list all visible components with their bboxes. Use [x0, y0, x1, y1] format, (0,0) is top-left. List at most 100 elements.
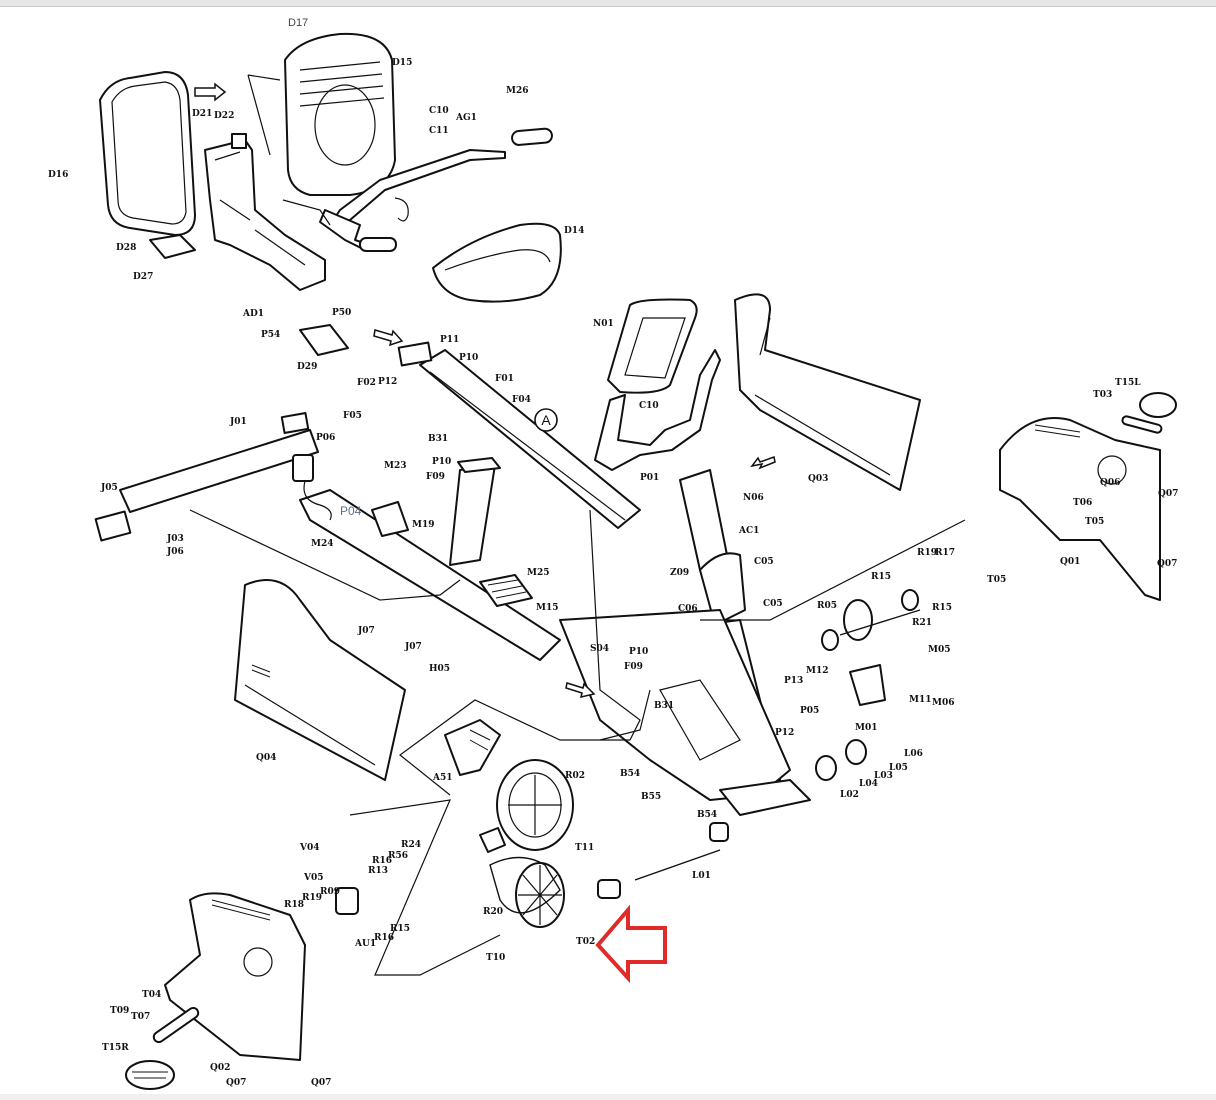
- magnet-assembly-part: [444, 719, 501, 776]
- label-d15: D15: [392, 58, 412, 68]
- label-d27: D27: [133, 272, 153, 282]
- label-f02: F02: [357, 378, 376, 388]
- seat-cushion-part: [432, 222, 562, 303]
- bracket-plate-part: [479, 574, 533, 607]
- label-p12-top: P12: [378, 377, 397, 387]
- label-ad1: AD1: [242, 309, 264, 319]
- label-d29: D29: [297, 362, 317, 372]
- label-m24: M24: [311, 539, 334, 549]
- label-au1: AU1: [354, 939, 376, 949]
- right-cover-part: [999, 417, 1161, 601]
- label-q01: Q01: [1060, 557, 1080, 567]
- label-p05: P05: [800, 706, 819, 716]
- label-j07-left: J07: [357, 626, 375, 636]
- label-q04: Q04: [256, 753, 276, 763]
- label-h05: H05: [429, 664, 450, 674]
- label-l06: L06: [904, 749, 923, 759]
- viewer-bottom-edge: [0, 1094, 1216, 1100]
- label-b31-low: B31: [654, 701, 674, 711]
- label-m15: M15: [536, 603, 559, 613]
- label-q07-right: Q07: [1157, 559, 1177, 569]
- label-r15-low: R15: [390, 924, 410, 934]
- label-f01: F01: [495, 374, 514, 384]
- label-d28: D28: [116, 243, 136, 253]
- label-j06: J06: [166, 547, 184, 557]
- console-part: [607, 298, 698, 394]
- label-q07-bottom-right: Q07: [311, 1078, 331, 1088]
- label-t06: T06: [1073, 498, 1092, 508]
- label-b55: B55: [641, 792, 661, 802]
- label-p06: P06: [316, 433, 335, 443]
- label-t07: T07: [131, 1012, 150, 1022]
- label-t15l: T15L: [1115, 378, 1141, 388]
- label-j07-right: J07: [404, 642, 422, 652]
- label-m25: M25: [527, 568, 550, 578]
- label-q03: Q03: [808, 474, 828, 484]
- label-r13: R13: [368, 866, 388, 876]
- label-l02: L02: [840, 790, 859, 800]
- left-rear-cover-part: [164, 892, 306, 1061]
- label-t10: T10: [486, 953, 505, 963]
- label-m26: M26: [506, 86, 529, 96]
- label-t15r: T15R: [102, 1043, 129, 1053]
- label-r20: R20: [483, 907, 503, 917]
- label-v04: V04: [299, 843, 320, 853]
- label-c05-top: C05: [754, 557, 774, 567]
- label-j05: J05: [100, 483, 118, 493]
- label-p10-low: P10: [629, 647, 648, 657]
- label-r56: R56: [388, 851, 408, 861]
- label-f09-top: F09: [426, 472, 445, 482]
- assembly-arrow: [194, 82, 227, 102]
- label-c10-top: C10: [429, 106, 449, 116]
- label-f04: F04: [512, 395, 531, 405]
- label-d14: D14: [564, 226, 584, 236]
- label-q07-upper: Q07: [1158, 489, 1178, 499]
- label-n01: N01: [593, 319, 614, 329]
- label-m05: M05: [928, 645, 951, 655]
- label-p54: P54: [261, 330, 280, 340]
- label-m23: M23: [384, 461, 407, 471]
- flywheel-part: [496, 759, 574, 851]
- label-m01: M01: [855, 723, 878, 733]
- front-handlebar-part: [594, 349, 721, 471]
- leader-lines: [189, 74, 966, 976]
- label-r17: R17: [935, 548, 955, 558]
- label-c11: C11: [429, 126, 449, 136]
- viewer-top-edge: [0, 0, 1216, 7]
- label-j03: J03: [166, 534, 184, 544]
- label-f09-low: F09: [624, 662, 643, 672]
- label-d17: D17: [288, 17, 308, 29]
- label-l04: L04: [859, 779, 878, 789]
- label-p04: P04: [340, 504, 362, 518]
- label-r18: R18: [284, 900, 304, 910]
- left-cover-part: [234, 579, 406, 781]
- seat-back-frame-part: [99, 71, 196, 236]
- label-p10-mid: P10: [432, 457, 451, 467]
- label-m06: M06: [932, 698, 955, 708]
- label-r02: R02: [565, 771, 585, 781]
- label-c06: C06: [678, 604, 698, 614]
- pedal-left-part: [125, 887, 359, 1090]
- front-shroud-part: [734, 293, 921, 491]
- label-c05-mid: C05: [763, 599, 783, 609]
- callout-a-marker: A: [534, 408, 558, 432]
- label-ag1: AG1: [455, 113, 477, 123]
- label-t05-upper: T05: [1085, 517, 1104, 527]
- label-l05: L05: [889, 763, 908, 773]
- label-p13: P13: [784, 676, 803, 686]
- label-s04: S04: [590, 644, 609, 654]
- assembly-arrow: [750, 456, 776, 470]
- label-t05-lower: T05: [987, 575, 1006, 585]
- label-z09: Z09: [670, 568, 689, 578]
- label-m19: M19: [412, 520, 435, 530]
- resistance-motor-part: [815, 589, 921, 781]
- label-r16-top: R16: [372, 856, 392, 866]
- label-r15-top: R15: [871, 572, 891, 582]
- label-d16: D16: [48, 170, 68, 180]
- side-handlebar-part: [319, 127, 553, 252]
- label-q07-bottom-left: Q07: [226, 1078, 246, 1088]
- seat-back-cushion-part: [284, 32, 396, 196]
- label-l01: L01: [692, 871, 711, 881]
- label-r05: R05: [817, 601, 837, 611]
